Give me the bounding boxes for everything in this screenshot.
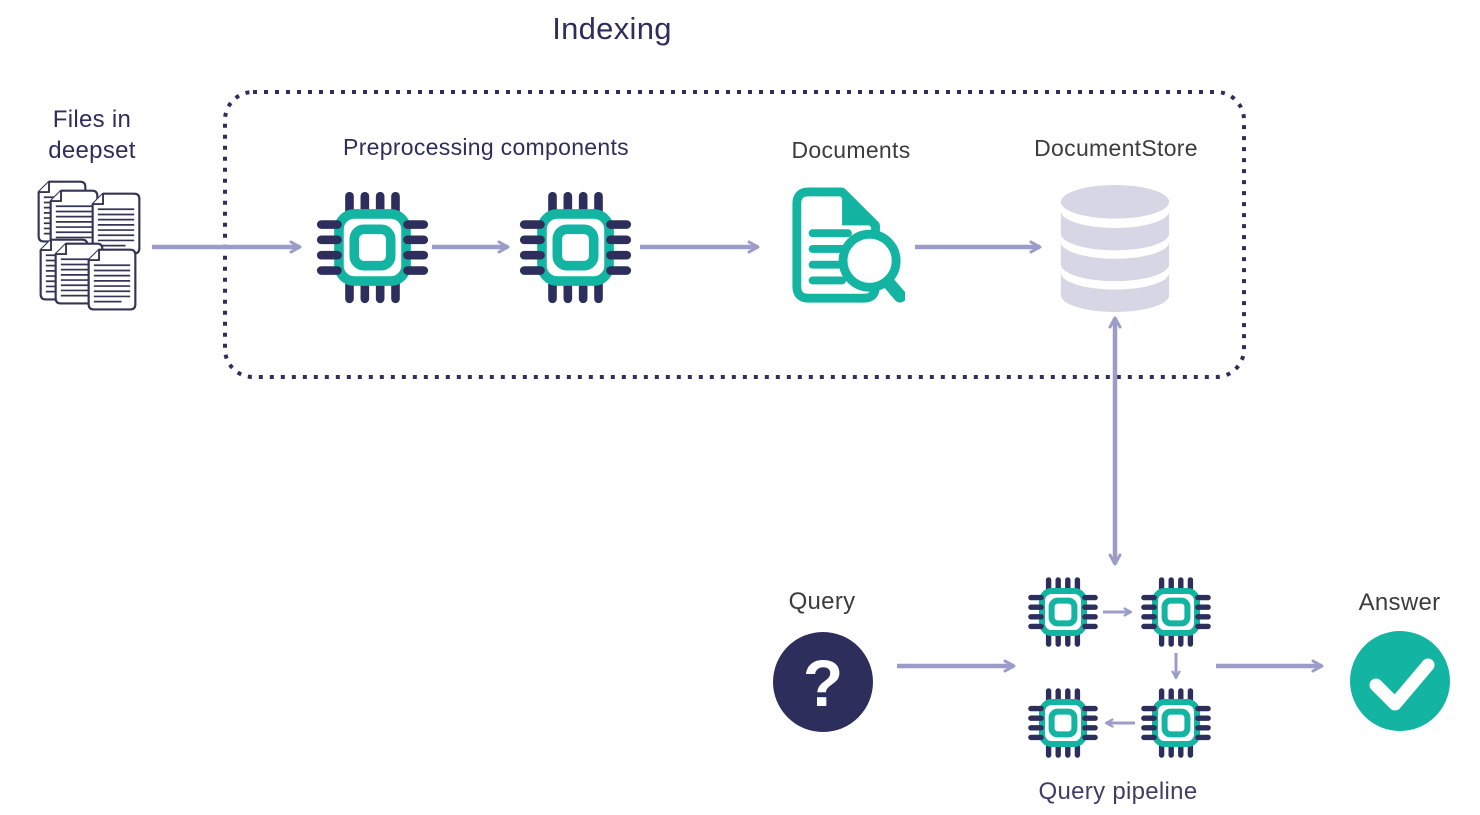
- query-pipeline-label: Query pipeline: [1038, 778, 1198, 805]
- chip-icon: [1027, 576, 1099, 648]
- files-in-deepset-label: Files in deepset: [17, 104, 167, 166]
- files-label-line1: Files in: [52, 106, 132, 133]
- question-mark-glyph: ?: [803, 646, 843, 720]
- question-circle-icon: ?: [773, 632, 873, 732]
- checkmark-glyph: [1369, 658, 1435, 711]
- chip-icon: [1140, 576, 1212, 648]
- document-search-icon: [792, 187, 905, 303]
- chip-icon: [518, 190, 633, 305]
- preprocessing-components-label: Preprocessing components: [343, 134, 629, 160]
- documents-label: Documents: [791, 137, 911, 163]
- database-icon: [1060, 185, 1170, 312]
- files-label-line2: deepset: [48, 137, 136, 164]
- answer-label: Answer: [1358, 589, 1441, 616]
- chip-icon: [1027, 687, 1099, 759]
- query-label: Query: [788, 588, 856, 615]
- check-circle-icon: [1350, 631, 1450, 731]
- indexing-boundary: [223, 90, 1246, 379]
- chip-icon: [1140, 687, 1212, 759]
- documentstore-label: DocumentStore: [1034, 135, 1198, 161]
- chip-icon: [315, 190, 430, 305]
- diagram-title: Indexing: [552, 11, 672, 46]
- document-stack-icon: [37, 180, 141, 311]
